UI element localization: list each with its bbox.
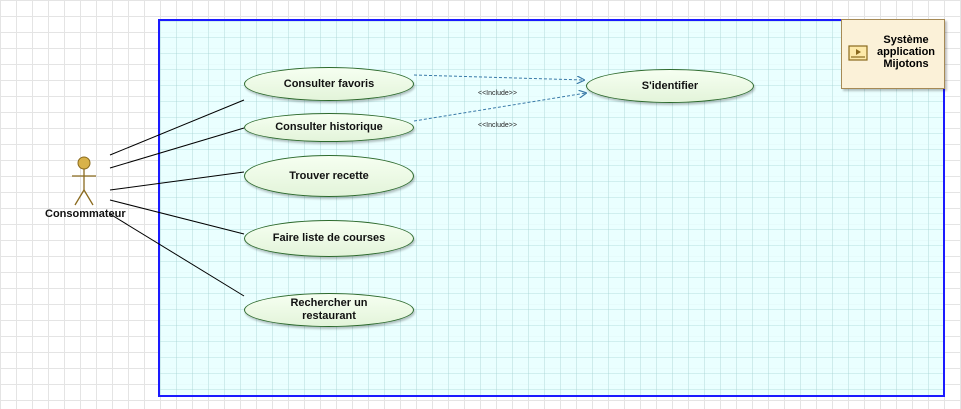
association-consulter-favoris[interactable]	[109, 99, 245, 156]
include-consulter-favoris[interactable]	[413, 74, 584, 80]
include-label-1: <<Include>>	[478, 90, 517, 97]
include-label-2: <<Include>>	[478, 122, 517, 129]
usecase-consulter-historique[interactable]: Consulter historique	[244, 113, 414, 142]
actor-icon[interactable]	[72, 156, 96, 206]
system-name: Système application Mijotons	[876, 34, 936, 70]
include-consulter-historique[interactable]	[413, 93, 586, 122]
usecase-s-identifier[interactable]: S'identifier	[586, 69, 754, 103]
association-faire-liste-courses[interactable]	[109, 199, 245, 235]
actor-name: Consommateur	[45, 208, 126, 220]
usecase-consulter-favoris[interactable]: Consulter favoris	[244, 67, 414, 101]
association-rechercher-restaurant[interactable]	[109, 213, 245, 297]
association-consulter-historique[interactable]	[109, 127, 245, 169]
subsystem-icon	[848, 45, 868, 61]
usecase-rechercher-restaurant[interactable]: Rechercher un restaurant	[244, 293, 414, 327]
association-trouver-recette[interactable]	[109, 171, 245, 191]
usecase-trouver-recette[interactable]: Trouver recette	[244, 155, 414, 197]
usecase-faire-liste-courses[interactable]: Faire liste de courses	[244, 220, 414, 257]
system-label-box[interactable]: Système application Mijotons	[841, 19, 945, 89]
